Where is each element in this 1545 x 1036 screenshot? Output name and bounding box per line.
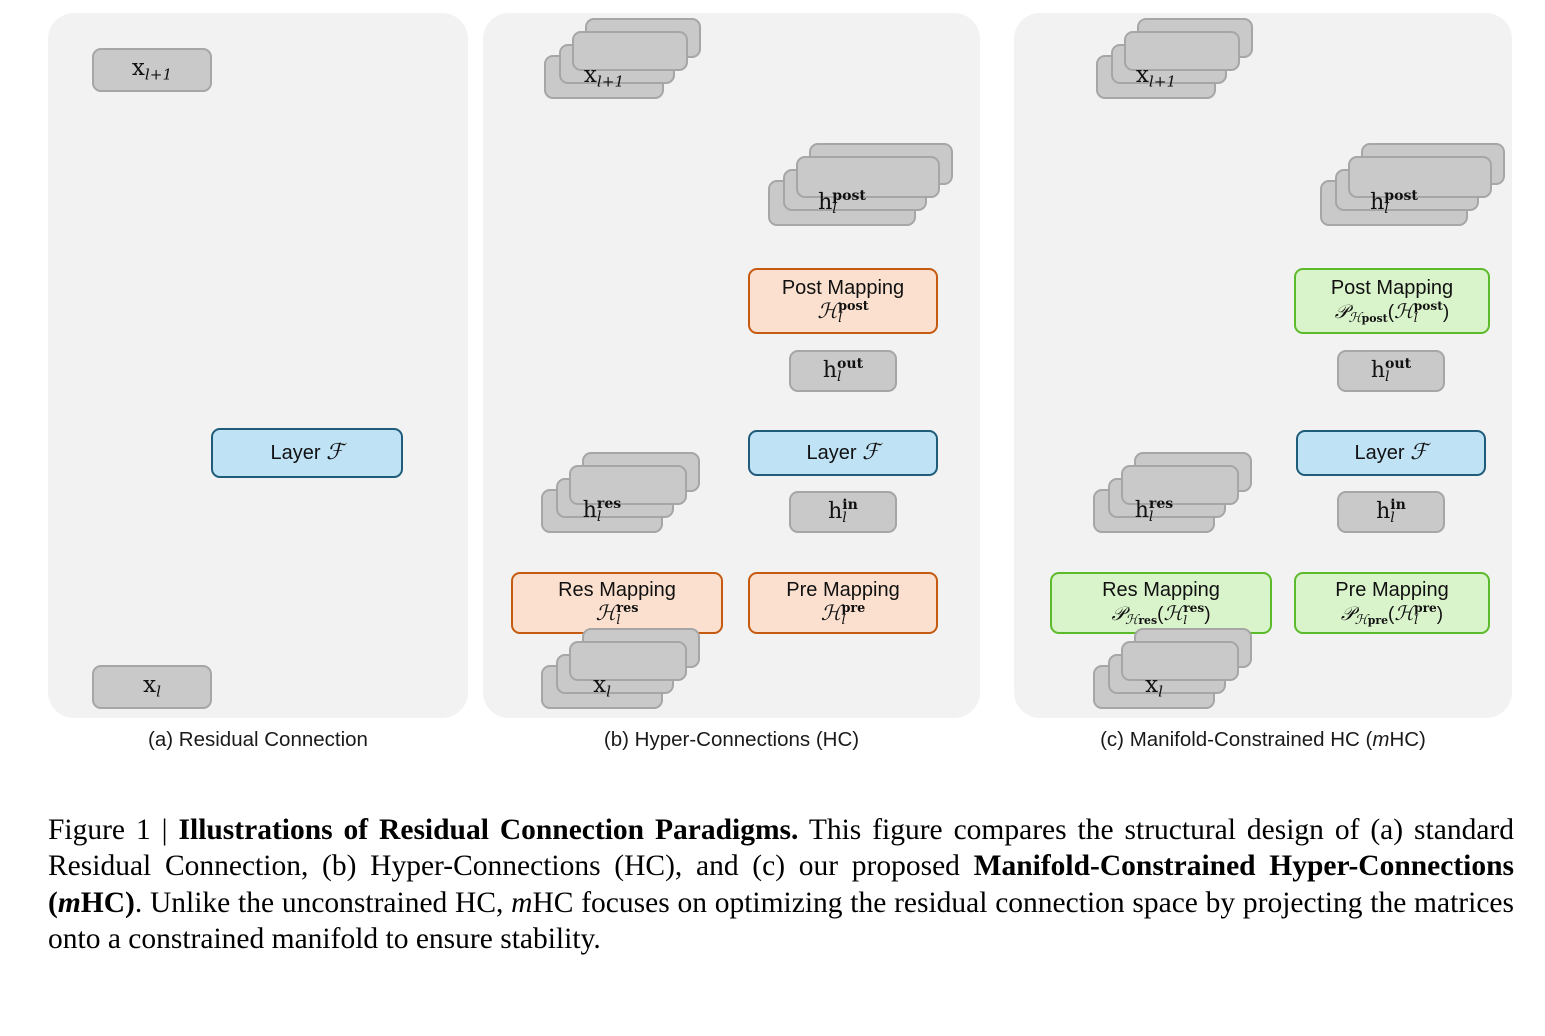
panel-residual-connection [48,13,468,718]
pre-mapping-title-b: Pre Mapping [786,578,900,601]
caption-italic-3: m [511,886,533,919]
post-mapping-title-c: Post Mapping [1330,276,1454,299]
node-c-layer: Layer ℱ [1296,430,1486,476]
post-mapping-title-b: Post Mapping [781,276,905,299]
panel-c-caption: (c) Manifold-Constrained HC (mHC) [1014,728,1512,752]
node-b-input-stack: xl [541,641,687,709]
caption-label: Figure 1 | [48,814,168,846]
node-c-input-stack: xl [1093,641,1239,709]
node-a-input: xl [92,665,212,709]
caption-body-3: . Unlike the unconstrained HC, [134,886,512,919]
node-b-output-stack: xl+1 [544,31,688,99]
node-a-output: xl+1 [92,48,212,92]
res-mapping-title-b: Res Mapping [558,578,676,601]
res-mapping-title-c: Res Mapping [1102,578,1220,601]
caption-bold-2: Manifold-Constrained Hyper-Connections (… [48,850,1515,919]
pre-mapping-title-c: Pre Mapping [1335,578,1449,601]
panel-b-caption: (b) Hyper-Connections (HC) [603,728,860,751]
caption-body-1: This figure compares the structural desi… [48,814,1514,883]
node-b-layer: Layer ℱ [748,430,938,476]
figure-caption: Figure 1 | Illustrations of Residual Con… [48,812,1514,957]
caption-body-4: HC focuses on optimizing the residual co… [48,886,1514,955]
node-a-layer: Layer ℱ [211,428,403,478]
panel-c-caption-text: (c) Manifold-Constrained HC (mHC) [1100,728,1426,751]
node-c-output-stack: xl+1 [1096,31,1240,99]
panel-a-caption: (a) Residual Connection [148,728,368,751]
caption-title: Illustrations of Residual Connection Par… [178,814,799,846]
